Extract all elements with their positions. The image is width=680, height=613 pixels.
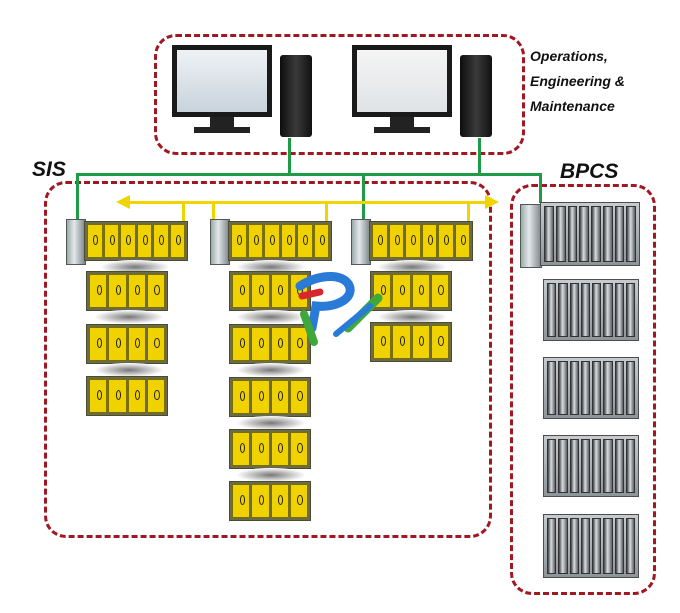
rack-shadow (94, 310, 164, 324)
ops-label-line-1: Operations, (530, 48, 608, 64)
rack-shadow (100, 260, 170, 274)
rack-shadow (236, 416, 306, 430)
ops-label-line-3: Maintenance (530, 98, 615, 114)
controller-icon (210, 219, 230, 265)
io-rack-icon (86, 324, 168, 364)
rack-shadow (236, 310, 306, 324)
ops-label-line-2: Engineering & (530, 73, 625, 89)
rack-shadow (236, 363, 306, 377)
operations-label: Operations, Engineering & Maintenance (530, 44, 650, 119)
io-rack-icon (370, 271, 452, 311)
rack-shadow (236, 468, 306, 482)
network-line (478, 138, 481, 176)
bpcs-zone (510, 184, 656, 595)
logo-icon (295, 271, 383, 346)
rack-shadow (377, 260, 447, 274)
bpcs-rack-icon (543, 435, 639, 497)
safety-network-line (212, 201, 215, 221)
safety-network-line (125, 201, 487, 204)
workstation-icon (172, 45, 322, 145)
safety-network-line (325, 201, 328, 221)
io-rack-icon (229, 481, 311, 521)
network-line (539, 173, 542, 203)
io-rack-icon (86, 376, 168, 416)
operations-zone (154, 34, 525, 155)
io-rack-icon (229, 429, 311, 469)
sis-zone (44, 181, 492, 538)
rack-shadow (94, 363, 164, 377)
safety-network-line (182, 201, 185, 221)
sis-label: SIS (32, 158, 66, 181)
network-line (362, 173, 365, 221)
io-rack-icon (84, 221, 188, 261)
network-line (76, 173, 79, 221)
rack-shadow (377, 310, 447, 324)
io-rack-icon (229, 377, 311, 417)
controller-icon (66, 219, 86, 265)
bpcs-rack-icon (543, 357, 639, 419)
io-rack-icon (229, 324, 311, 364)
bpcs-rack-icon (540, 202, 640, 266)
bpcs-label: BPCS (560, 160, 619, 183)
io-rack-icon (370, 322, 452, 362)
bpcs-rack-icon (543, 514, 639, 578)
io-rack-icon (228, 221, 332, 261)
arrow-left-icon (116, 195, 130, 209)
controller-icon (520, 204, 542, 268)
safety-network-line (467, 201, 470, 221)
network-line (76, 173, 542, 176)
io-rack-icon (369, 221, 473, 261)
network-line (288, 138, 291, 176)
workstation-icon (352, 45, 502, 145)
rack-shadow (236, 260, 306, 274)
io-rack-icon (86, 271, 168, 311)
controller-icon (351, 219, 371, 265)
arrow-right-icon (485, 195, 499, 209)
bpcs-rack-icon (543, 279, 639, 341)
